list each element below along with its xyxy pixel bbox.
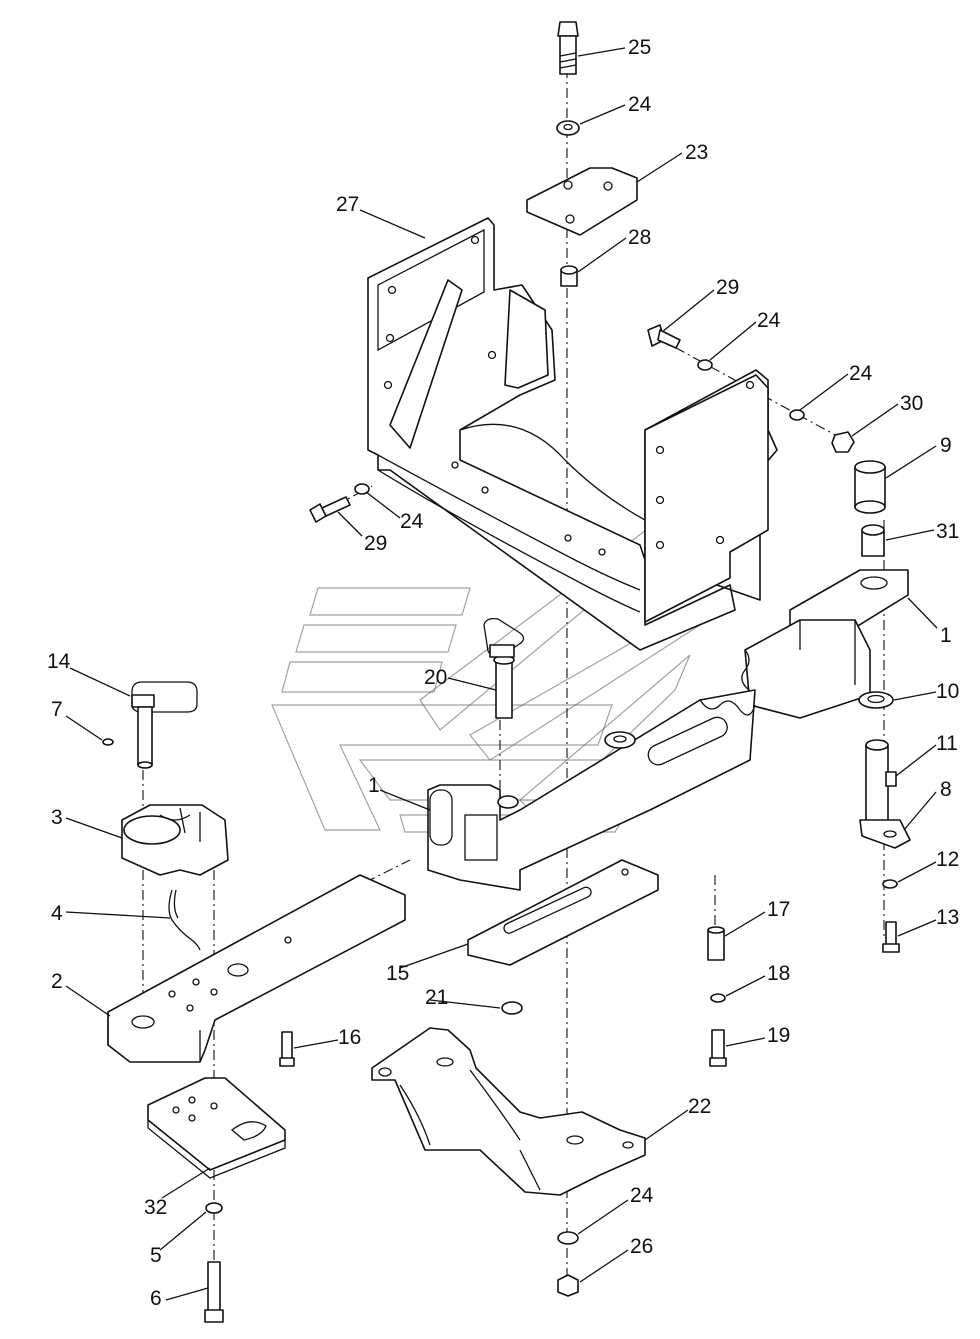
- callout-3: 3: [51, 806, 63, 829]
- spring-clip-4: [168, 889, 201, 951]
- callout-24: 24: [400, 510, 424, 533]
- callout-1: 1: [940, 624, 952, 647]
- callout-10: 10: [936, 680, 959, 703]
- clip-21: [501, 1001, 523, 1015]
- top-plate: [526, 167, 638, 236]
- callout-24: 24: [849, 362, 873, 385]
- callout-12: 12: [936, 848, 959, 871]
- bolt-16: [279, 1031, 295, 1067]
- bolt-13: [882, 921, 900, 953]
- callout-29: 29: [364, 532, 387, 555]
- washer-24-b: [789, 409, 805, 421]
- callout-24: 24: [628, 93, 652, 116]
- hitch-frame: [367, 217, 778, 651]
- callout-9: 9: [940, 434, 952, 457]
- washer-24-bottom: [557, 1231, 579, 1245]
- bolt-29-lower: [309, 496, 351, 523]
- callout-15: 15: [386, 962, 409, 985]
- washer-5: [205, 1202, 223, 1214]
- nut-30: [831, 431, 855, 453]
- callout-32: 32: [144, 1196, 167, 1219]
- pin-8: [859, 739, 911, 849]
- callout-17: 17: [767, 898, 790, 921]
- callout-31: 31: [936, 520, 959, 543]
- callout-21: 21: [425, 986, 448, 1009]
- callout-1: 1: [368, 774, 380, 797]
- slotted-plate-15: [467, 859, 659, 966]
- callout-27: 27: [336, 193, 359, 216]
- bushing-31: [861, 524, 885, 557]
- callout-11: 11: [936, 732, 958, 755]
- bolt-top: [557, 21, 579, 75]
- washer-12: [882, 879, 898, 889]
- callout-16: 16: [338, 1026, 361, 1049]
- washer-24-c: [354, 483, 370, 495]
- sleeve-17: [707, 926, 725, 961]
- callout-28: 28: [628, 226, 651, 249]
- bolt-11: [885, 771, 897, 787]
- spacer-28: [560, 265, 578, 287]
- clevis-3: [121, 804, 229, 876]
- callout-30: 30: [900, 392, 923, 415]
- drawbar-support-center: [427, 689, 756, 891]
- washer-24-a: [697, 359, 713, 371]
- callout-24: 24: [630, 1184, 654, 1207]
- callout-7: 7: [51, 698, 63, 721]
- callout-23: 23: [685, 141, 708, 164]
- callout-8: 8: [940, 778, 952, 801]
- callout-5: 5: [150, 1244, 162, 1267]
- clip-7: [102, 738, 114, 746]
- drawbar-right: [741, 569, 909, 719]
- pin-20: [483, 617, 525, 719]
- bolt-19: [709, 1029, 727, 1067]
- callout-labels: 25 24 23 27 28 29 24 24 30 9 24 29 31 1 …: [47, 36, 959, 1310]
- callout-6: 6: [150, 1287, 162, 1310]
- callout-19: 19: [767, 1024, 790, 1047]
- callout-29: 29: [716, 276, 739, 299]
- plate-32: [147, 1077, 286, 1179]
- drawbar-2: [107, 874, 406, 1063]
- bushing-9: [854, 460, 886, 514]
- callout-2: 2: [51, 970, 63, 993]
- callout-13: 13: [936, 906, 959, 929]
- callout-4: 4: [51, 902, 63, 925]
- callout-18: 18: [767, 962, 790, 985]
- callout-14: 14: [47, 650, 71, 673]
- washer-18: [710, 993, 726, 1003]
- nut-26: [557, 1274, 579, 1297]
- callout-22: 22: [688, 1095, 711, 1118]
- leader-lines: [65, 47, 938, 1301]
- bolt-6: [204, 1261, 224, 1323]
- bolt-29-upper: [647, 324, 681, 349]
- pin-14: [131, 681, 198, 769]
- callout-26: 26: [630, 1235, 653, 1258]
- callout-20: 20: [424, 666, 447, 689]
- callout-24: 24: [757, 309, 781, 332]
- lower-bracket-22: [371, 1027, 646, 1196]
- callout-25: 25: [628, 36, 651, 59]
